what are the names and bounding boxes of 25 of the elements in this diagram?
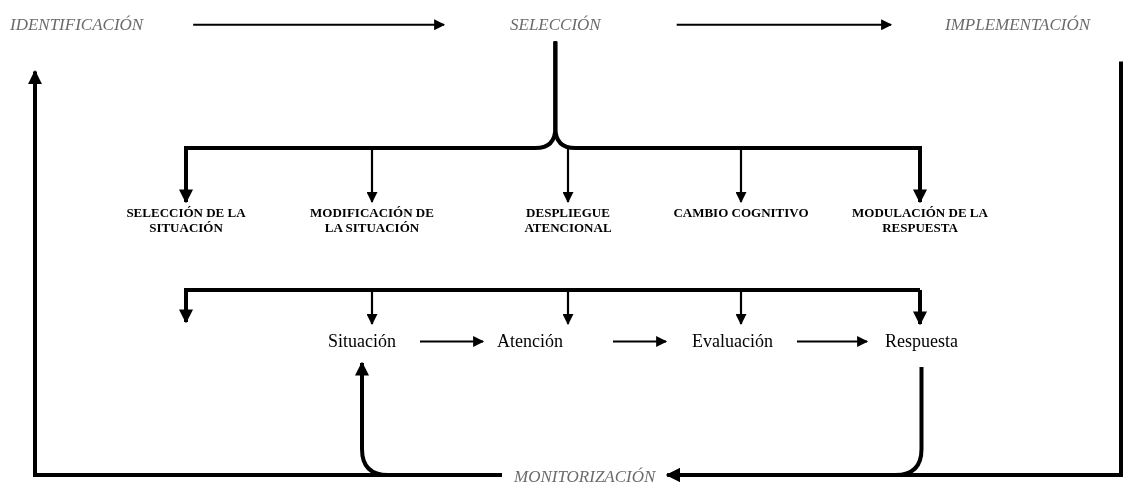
arrow	[366, 290, 378, 326]
strategy-label: MODIFICACIÓN DE LA SITUACIÓN	[302, 206, 442, 236]
strategy-label: DESPLIEGUE ATENCIONAL	[498, 206, 638, 236]
arrow	[420, 336, 485, 347]
stage-label: MONITORIZACIÓN	[514, 464, 656, 490]
process-label: Evaluación	[692, 328, 773, 355]
arrow	[355, 361, 502, 477]
strategy-label: MODULACIÓN DE LA RESPUESTA	[850, 206, 990, 236]
arrow	[613, 336, 668, 347]
stage-label: SELECCIÓN	[510, 12, 601, 38]
process-label: Situación	[328, 328, 396, 355]
arrow	[193, 19, 446, 31]
arrow	[676, 19, 893, 31]
arrow	[553, 41, 927, 204]
arrow	[735, 290, 747, 326]
process-label: Atención	[497, 328, 563, 355]
stage-label: IMPLEMENTACIÓN	[945, 12, 1091, 38]
process-label: Respuesta	[885, 328, 958, 355]
arrow	[913, 290, 927, 326]
stage-label: IDENTIFICACIÓN	[10, 12, 144, 38]
arrow	[666, 367, 924, 482]
strategy-label: CAMBIO COGNITIVO	[671, 206, 811, 221]
arrow	[562, 290, 574, 326]
arrow	[796, 336, 869, 347]
strategy-label: SELECCIÓN DE LA SITUACIÓN	[116, 206, 256, 236]
